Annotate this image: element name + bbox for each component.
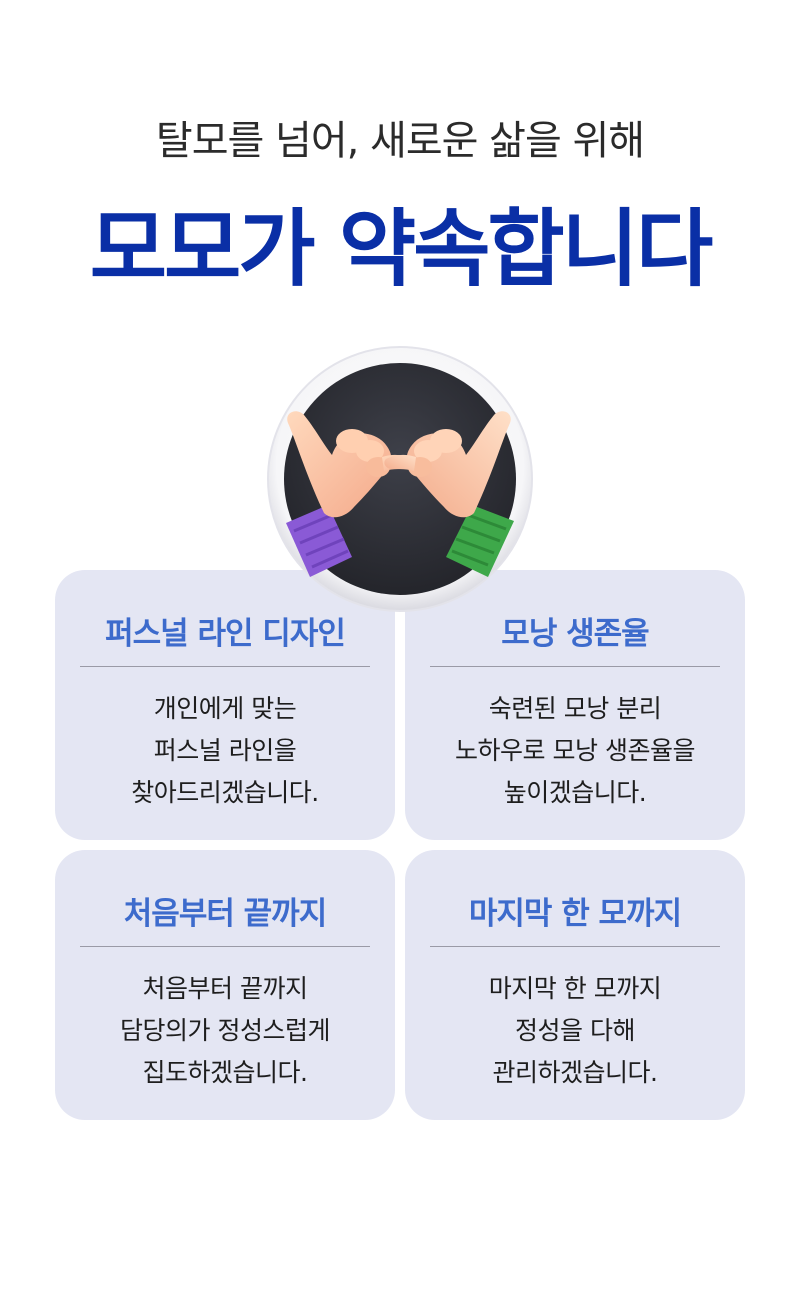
card-text-line: 마지막 한 모까지 xyxy=(488,974,662,1003)
card-heading: 모낭 생존율 xyxy=(501,616,649,652)
card-heading: 처음부터 끝까지 xyxy=(123,896,327,932)
page-title: 모모가 약속합니다 xyxy=(89,200,714,298)
card-text-line: 처음부터 끝까지 xyxy=(142,974,308,1003)
card-text-line: 높이겠습니다. xyxy=(503,778,647,807)
promise-card-last-hair: 마지막 한 모까지 마지막 한 모까지 정성을 다해 관리하겠습니다. xyxy=(405,850,745,1120)
card-body: 숙련된 모낭 분리 노하우로 모낭 생존율을 높이겠습니다. xyxy=(405,688,745,814)
card-divider xyxy=(430,666,720,667)
card-text-line: 노하우로 모낭 생존율을 xyxy=(455,736,695,765)
card-text-line: 찾아드리겠습니다. xyxy=(131,778,319,807)
card-body: 마지막 한 모까지 정성을 다해 관리하겠습니다. xyxy=(405,968,745,1094)
promise-card-follicle-survival: 모낭 생존율 숙련된 모낭 분리 노하우로 모낭 생존율을 높이겠습니다. xyxy=(405,570,745,840)
promise-card-personal-line: 퍼스널 라인 디자인 개인에게 맞는 퍼스널 라인을 찾아드리겠습니다. xyxy=(55,570,395,840)
card-text-line: 담당의가 정성스럽게 xyxy=(120,1016,330,1045)
card-text-line: 개인에게 맞는 xyxy=(153,694,297,723)
card-text-line: 퍼스널 라인을 xyxy=(153,736,297,765)
card-text-line: 숙련된 모낭 분리 xyxy=(488,694,662,723)
card-body: 처음부터 끝까지 담당의가 정성스럽게 집도하겠습니다. xyxy=(55,968,395,1094)
card-divider xyxy=(80,666,370,667)
card-divider xyxy=(80,946,370,947)
card-text-line: 정성을 다해 xyxy=(515,1016,635,1045)
page-subtitle: 탈모를 넘어, 새로운 삶을 위해 xyxy=(155,118,645,164)
card-heading: 퍼스널 라인 디자인 xyxy=(105,616,346,652)
pinky-promise-hands-icon xyxy=(266,345,534,613)
card-heading: 마지막 한 모까지 xyxy=(468,896,682,932)
card-text-line: 관리하겠습니다. xyxy=(492,1058,658,1087)
promise-card-start-to-finish: 처음부터 끝까지 처음부터 끝까지 담당의가 정성스럽게 집도하겠습니다. xyxy=(55,850,395,1120)
card-body: 개인에게 맞는 퍼스널 라인을 찾아드리겠습니다. xyxy=(55,688,395,814)
card-text-line: 집도하겠습니다. xyxy=(142,1058,308,1087)
card-divider xyxy=(430,946,720,947)
